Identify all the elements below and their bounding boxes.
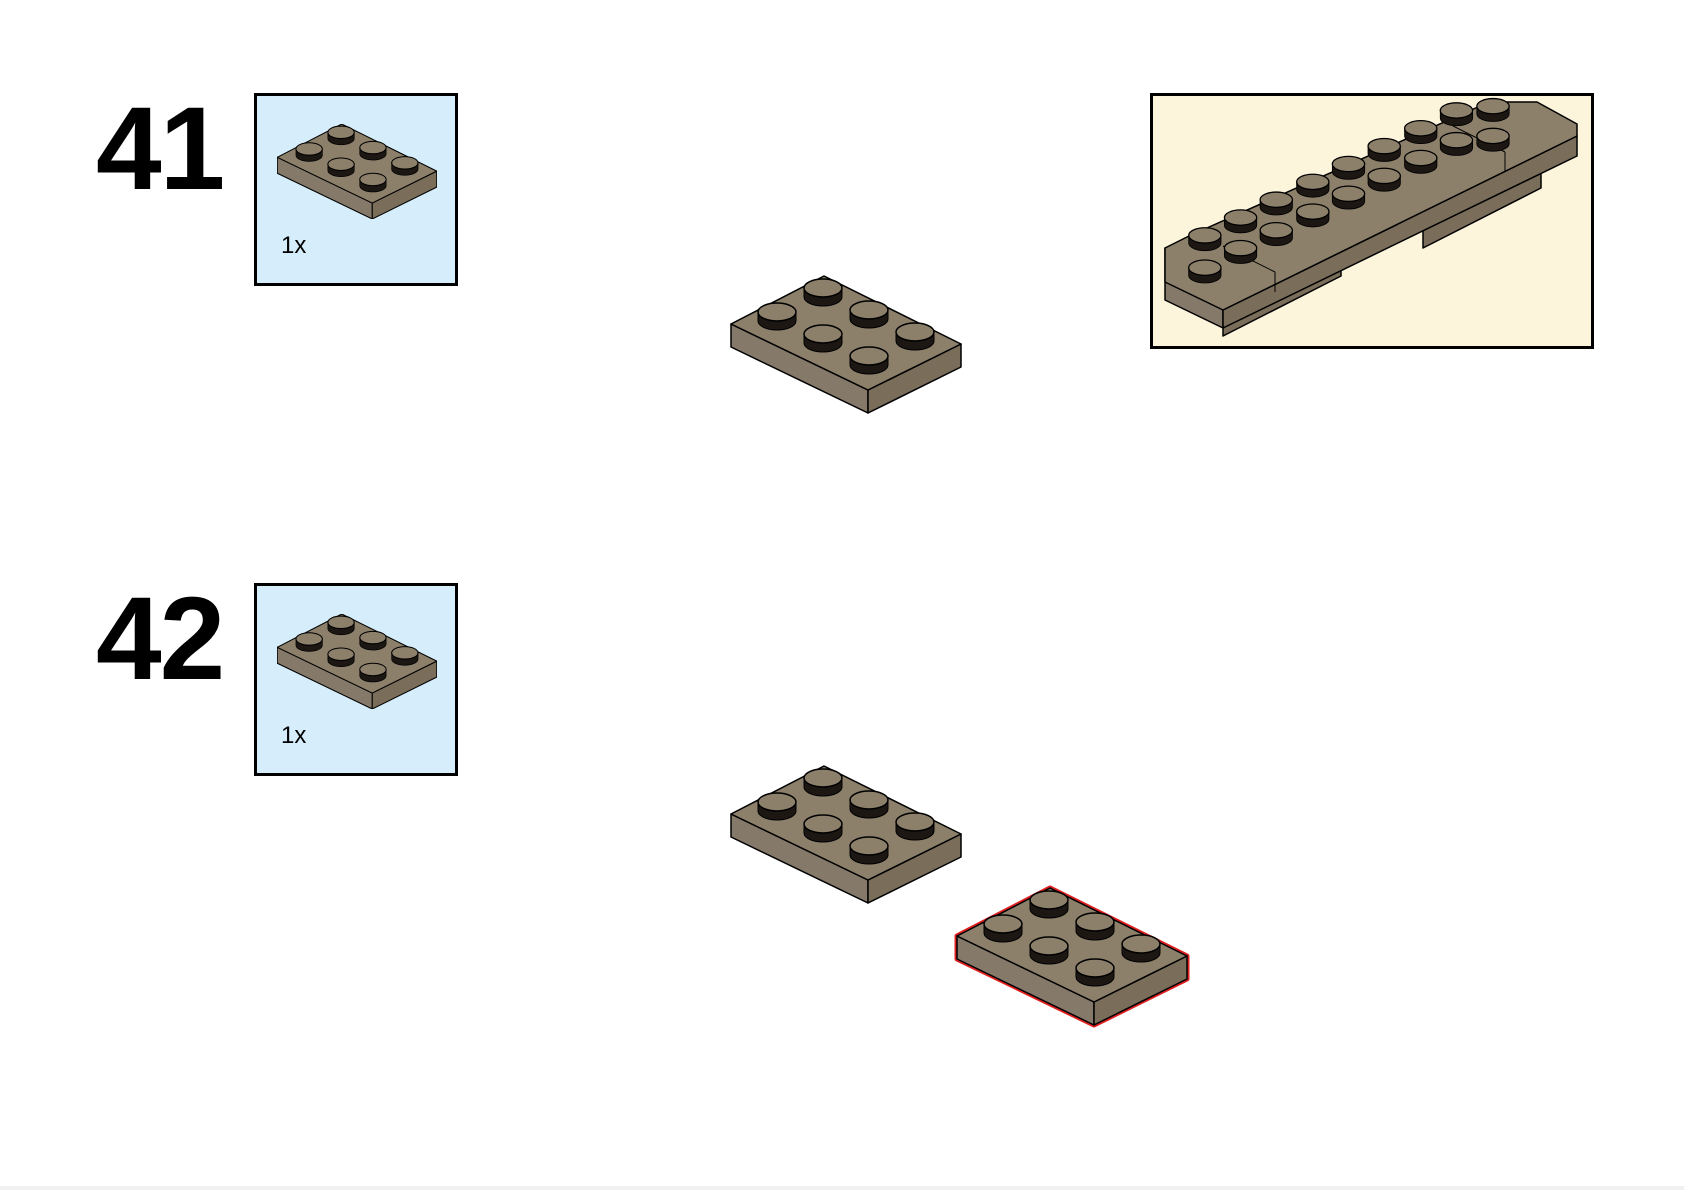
assembly-preview-image	[1164, 97, 1578, 337]
parts-list: 1x	[254, 93, 458, 286]
page-bottom-edge	[0, 1186, 1684, 1190]
plate-2x3-icon	[277, 124, 437, 219]
step-number: 41	[96, 83, 225, 215]
submodel-callout	[1150, 93, 1594, 349]
step-number: 42	[96, 573, 225, 705]
parts-list: 1x	[254, 583, 458, 776]
model-plate-2x3	[730, 765, 962, 905]
part-quantity: 1x	[281, 232, 307, 259]
plate-2x3-icon	[277, 614, 437, 709]
part-quantity: 1x	[281, 722, 307, 749]
model-plate-2x3	[730, 275, 962, 415]
new-part-plate-2x3-highlighted	[954, 885, 1190, 1028]
